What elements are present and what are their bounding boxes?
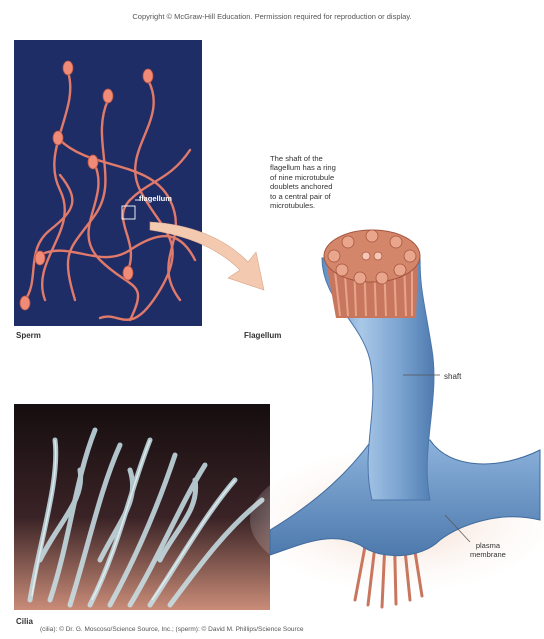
shaft-label: shaft xyxy=(444,372,461,381)
note-line: flagellum has a ring xyxy=(270,163,400,172)
plasma-membrane-line2: membrane xyxy=(470,550,506,559)
copyright-notice: Copyright © McGraw-Hill Education. Permi… xyxy=(0,12,544,21)
flagellum-label: Flagellum xyxy=(244,331,281,340)
note-line: to a central pair of xyxy=(270,192,400,201)
photo-credit: (cilia): © Dr. G. Moscoso/Science Source… xyxy=(40,626,304,633)
sperm-label: Sperm xyxy=(16,331,41,340)
note-line: doublets anchored xyxy=(270,182,400,191)
flagellum-note: The shaft of the flagellum has a ring of… xyxy=(270,154,400,210)
note-line: microtubules. xyxy=(270,201,400,210)
microtubule-bundle xyxy=(324,230,420,318)
cilia-label: Cilia xyxy=(16,617,33,626)
note-line: The shaft of the xyxy=(270,154,400,163)
sperm-micrograph xyxy=(14,40,202,326)
plasma-membrane-line1: plasma xyxy=(470,541,506,550)
note-line: of nine microtubule xyxy=(270,173,400,182)
flagellum-micrograph-label: flagellum xyxy=(139,194,172,203)
cilia-micrograph xyxy=(14,404,270,610)
plasma-membrane-label: plasma membrane xyxy=(470,541,506,559)
